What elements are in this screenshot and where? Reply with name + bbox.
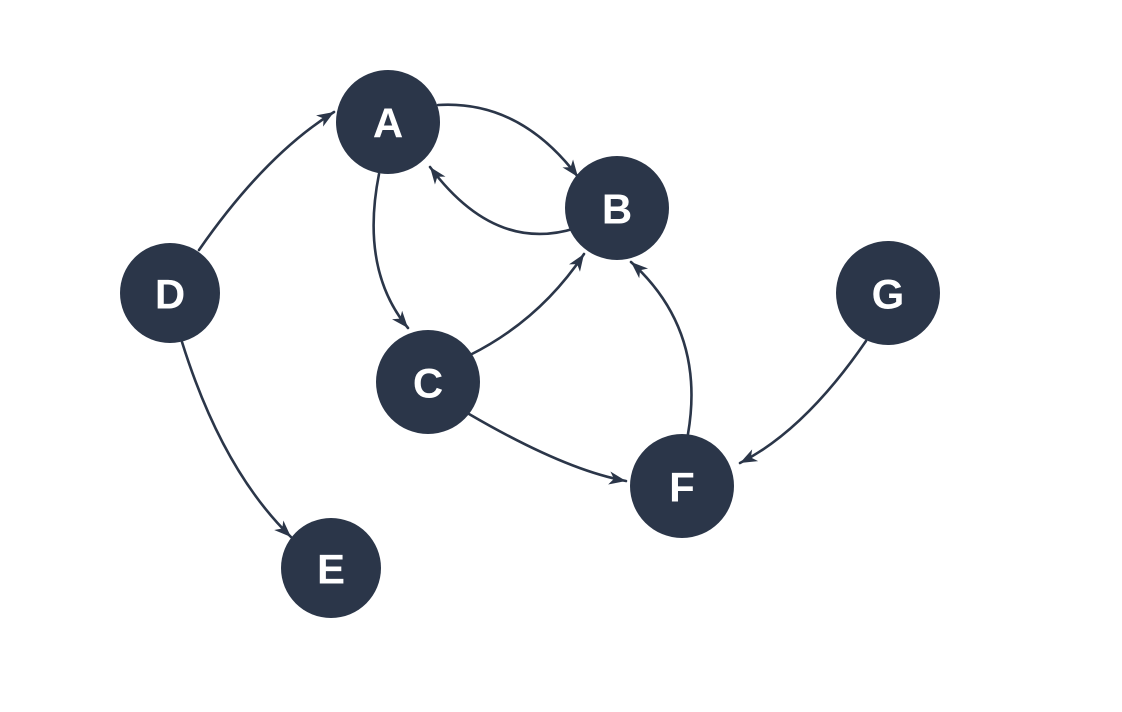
graph-edge-d-to-a[interactable]: [197, 106, 337, 252]
edge-line: [738, 339, 868, 465]
edges-layer: [180, 103, 868, 542]
edge-line: [197, 110, 336, 252]
graph-node-c[interactable]: C: [376, 330, 480, 434]
graph-node-a[interactable]: A: [336, 70, 440, 174]
graph-edge-b-to-a[interactable]: [425, 163, 578, 236]
node-circle: [281, 518, 381, 618]
graph-node-g[interactable]: G: [836, 241, 940, 345]
graph-edge-a-to-c[interactable]: [372, 172, 413, 332]
graph-edge-c-to-b[interactable]: [468, 250, 589, 357]
edge-line: [468, 252, 586, 357]
graph-edge-g-to-f[interactable]: [737, 339, 868, 469]
node-circle: [836, 241, 940, 345]
edge-line: [629, 260, 693, 436]
node-label: B: [602, 186, 632, 233]
node-circle: [630, 434, 734, 538]
arrowhead-icon: [430, 167, 446, 185]
graph-edge-d-to-e[interactable]: [180, 340, 296, 542]
graph-edge-a-to-b[interactable]: [436, 103, 583, 181]
edge-line: [372, 172, 410, 330]
node-label: A: [373, 100, 403, 147]
arrowhead-icon: [569, 254, 584, 272]
node-circle: [120, 243, 220, 343]
node-label: E: [317, 546, 345, 593]
node-label: G: [872, 271, 905, 318]
node-circle: [336, 70, 440, 174]
arrowhead-icon: [608, 471, 626, 485]
edge-line: [467, 412, 628, 483]
node-circle: [376, 330, 480, 434]
arrowhead-icon: [316, 112, 334, 127]
arrowhead-icon: [392, 310, 408, 328]
graph-node-e[interactable]: E: [281, 518, 381, 618]
graph-node-b[interactable]: B: [565, 156, 669, 260]
nodes-layer: A B C D E F G: [120, 70, 940, 618]
edge-line: [436, 103, 580, 179]
arrowhead-icon: [562, 159, 578, 177]
arrowhead-icon: [274, 520, 291, 537]
arrowhead-icon: [631, 262, 649, 279]
graph-node-f[interactable]: F: [630, 434, 734, 538]
node-label: D: [155, 271, 185, 318]
graph-node-d[interactable]: D: [120, 243, 220, 343]
graph-edge-f-to-b[interactable]: [627, 257, 693, 436]
node-circle: [565, 156, 669, 260]
node-label: F: [669, 464, 695, 511]
node-label: C: [413, 360, 443, 407]
edge-line: [180, 340, 293, 539]
graph-edge-c-to-f[interactable]: [467, 412, 628, 487]
arrowhead-icon: [740, 449, 759, 463]
edge-line: [428, 165, 578, 236]
